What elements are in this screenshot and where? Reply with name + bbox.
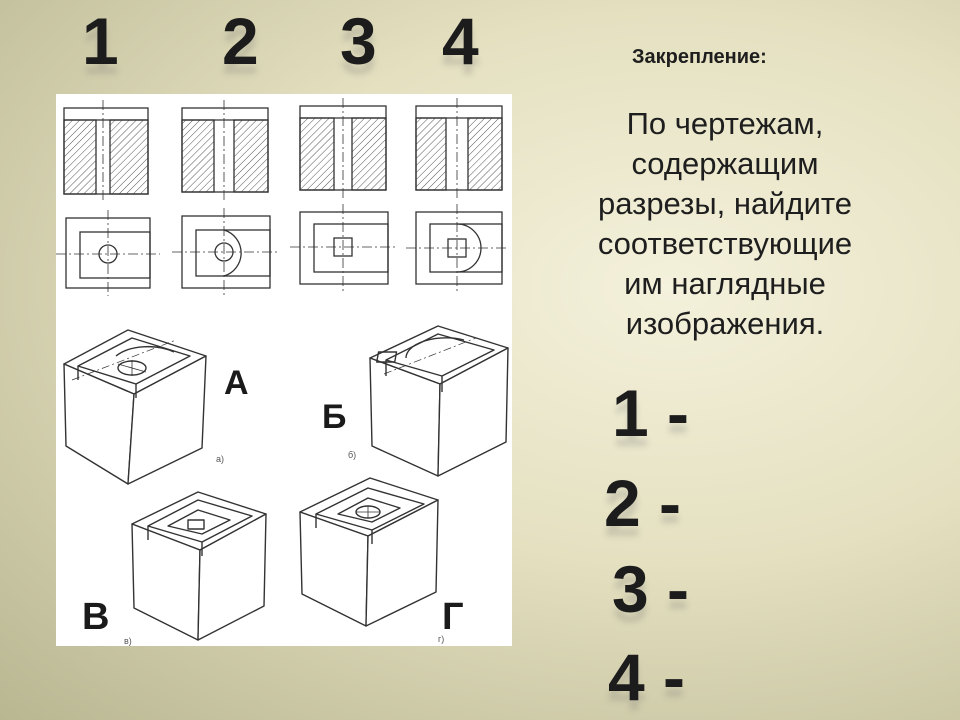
figure-letter-g: Г bbox=[442, 596, 464, 638]
figure-sublabel-b: б) bbox=[348, 450, 357, 460]
drawing-panel: А Б В Г а) б) в) г) bbox=[56, 94, 512, 646]
slide-heading: Закрепление: bbox=[632, 46, 767, 68]
isometric-view-g bbox=[299, 477, 439, 627]
section-view-4 bbox=[415, 98, 503, 198]
figure-sublabel-a: а) bbox=[216, 454, 225, 464]
plan-view-3 bbox=[290, 204, 398, 292]
task-line: изображения. bbox=[625, 306, 825, 341]
plan-view-4 bbox=[406, 204, 508, 292]
section-view-1 bbox=[63, 100, 149, 202]
answer-4: 4 - bbox=[608, 640, 686, 714]
section-view-3 bbox=[299, 98, 387, 198]
column-number-3: 3 bbox=[340, 4, 377, 78]
task-line: содержащим bbox=[631, 146, 819, 181]
plan-view-2 bbox=[172, 208, 280, 296]
answer-3: 3 - bbox=[612, 552, 690, 626]
task-line: им наглядные bbox=[624, 266, 826, 301]
column-number-2: 2 bbox=[222, 4, 259, 78]
figure-sublabel-v: в) bbox=[124, 636, 132, 646]
answer-2: 2 - bbox=[604, 466, 682, 540]
technical-drawings bbox=[56, 98, 509, 641]
figure-letter-b: Б bbox=[322, 398, 347, 436]
isometric-view-v bbox=[131, 491, 267, 641]
column-number-4: 4 bbox=[442, 4, 479, 78]
task-line: разрезы, найдите bbox=[597, 186, 853, 221]
column-number-1: 1 bbox=[82, 4, 119, 78]
figure-sublabel-g: г) bbox=[438, 634, 445, 644]
plan-view-1 bbox=[56, 210, 160, 296]
answer-1: 1 - bbox=[612, 376, 690, 450]
section-view-2 bbox=[181, 100, 269, 200]
task-line: соответствующие bbox=[597, 226, 853, 261]
task-text: По чертежам, содержащим разрезы, найдите… bbox=[550, 104, 900, 344]
figure-letter-v: В bbox=[82, 596, 110, 638]
isometric-view-b bbox=[369, 325, 509, 477]
isometric-view-a bbox=[63, 329, 207, 485]
figure-letter-a: А bbox=[224, 364, 249, 402]
task-line: По чертежам, bbox=[626, 106, 824, 141]
